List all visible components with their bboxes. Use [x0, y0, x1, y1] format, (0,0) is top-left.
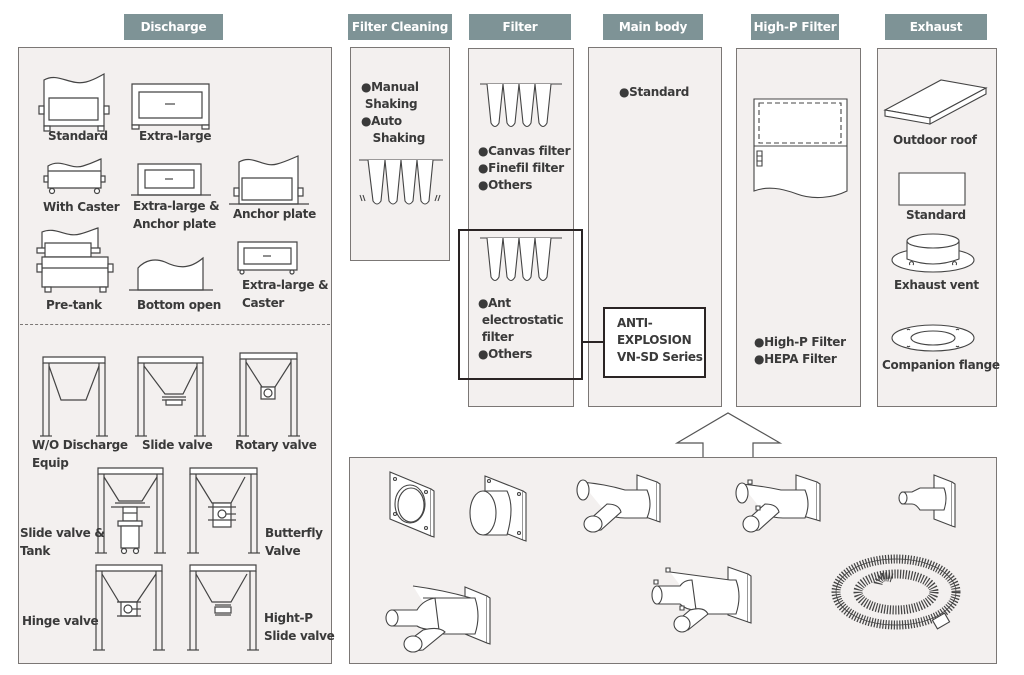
frame-slide-valve-tank-icon	[97, 467, 165, 555]
double-y-branch-duct-icon	[383, 586, 495, 652]
flexible-hose-icon	[832, 554, 962, 634]
hopper-extra-large-caster-icon	[237, 241, 299, 275]
filter-header: Filter	[469, 14, 571, 40]
option-finefil-filter: ●Finefil filter	[478, 161, 564, 175]
y-branch-clamp-duct-icon	[733, 474, 823, 534]
label-companion-flange: Companion flange	[882, 358, 1000, 372]
outdoor-roof-icon	[883, 78, 987, 126]
label-high-p-slide-valve: Hight-P Slide valve	[264, 611, 335, 643]
hopper-pre-tank-icon	[36, 226, 116, 296]
label-standard: Standard	[48, 129, 108, 143]
exhaust-header: Exhaust	[885, 14, 987, 40]
frame-slide-valve-icon	[137, 356, 205, 438]
square-flange-icon	[389, 471, 435, 537]
triple-branch-clamp-duct-icon	[650, 566, 762, 634]
option-manual-shaking: ●Manual	[361, 80, 419, 94]
main-body-options: ●Standard	[619, 84, 689, 101]
label-anchor-plate: Anchor plate	[233, 207, 316, 221]
discharge-header: Discharge	[124, 14, 223, 40]
frame-butterfly-valve-icon	[189, 467, 261, 555]
hopper-extra-large-anchor-icon	[131, 163, 211, 197]
discharge-divider	[20, 324, 330, 325]
filter-cleaning-options: ●Manual Shaking ●Auto Shaking	[361, 80, 426, 145]
option-standard: ●Standard	[619, 85, 689, 99]
frame-hinge-valve-icon	[95, 564, 165, 652]
reducer-duct-icon	[898, 474, 958, 528]
option-high-p-filter: ●High-P Filter	[754, 335, 846, 349]
hopper-bottom-open-icon	[129, 256, 213, 292]
high-p-filter-options: ●High-P Filter ●HEPA Filter	[754, 334, 846, 368]
filter-antistatic-options: ●Ant electrostatic filter ●Others	[478, 296, 564, 361]
label-extra-large: Extra-large	[139, 129, 212, 143]
filter-cleaning-panel	[350, 47, 450, 261]
high-p-filter-header: High-P Filter	[751, 14, 839, 40]
companion-flange-icon	[890, 323, 976, 353]
connector-line	[582, 341, 604, 343]
antistatic-filter-highlight	[458, 229, 583, 380]
label-exhaust-standard: Standard	[906, 208, 966, 222]
high-p-filter-unit-icon	[753, 98, 849, 200]
exhaust-vent-icon	[890, 233, 976, 273]
option-canvas-filter: ●Canvas filter	[478, 144, 571, 158]
hopper-with-caster-icon	[43, 158, 108, 196]
hopper-standard-icon	[38, 72, 113, 132]
label-butterfly-valve: Butterfly Valve	[265, 526, 323, 558]
label-with-caster: With Caster	[43, 200, 120, 214]
frame-high-p-slide-valve-icon	[189, 564, 261, 652]
label-pre-tank: Pre-tank	[46, 298, 102, 312]
option-antistatic-filter: ●Ant	[478, 296, 511, 310]
option-others-antistatic: ●Others	[478, 347, 533, 361]
frame-rotary-valve-icon	[239, 352, 299, 438]
label-exhaust-vent: Exhaust vent	[894, 278, 979, 292]
antistatic-filter-bags-icon	[480, 237, 564, 287]
filter-cleaning-header: Filter Cleaning	[348, 14, 452, 40]
label-slide-valve-tank: Slide valve & Tank	[20, 526, 105, 558]
y-branch-duct-icon	[575, 474, 663, 532]
label-hinge-valve: Hinge valve	[22, 614, 99, 628]
label-slide-valve: Slide valve	[142, 438, 213, 452]
shaking-filter-bags-icon	[359, 159, 443, 209]
label-bottom-open: Bottom open	[137, 298, 222, 312]
hopper-extra-large-icon	[131, 83, 213, 128]
option-others: ●Others	[478, 178, 533, 192]
filter-bags-icon	[480, 83, 564, 133]
option-hepa-filter: ●HEPA Filter	[754, 352, 837, 366]
exhaust-standard-icon	[898, 172, 966, 206]
flange-duct-icon	[467, 475, 527, 541]
label-rotary-valve: Rotary valve	[235, 438, 317, 452]
anti-explosion-box: ANTI- EXPLOSION VN-SD Series	[603, 307, 706, 378]
main-body-header: Main body	[603, 14, 703, 40]
label-extra-large-caster: Extra-large & Caster	[242, 278, 329, 310]
up-arrow-icon	[670, 410, 790, 460]
label-extra-large-anchor: Extra-large & Anchor plate	[133, 199, 220, 231]
frame-no-discharge-icon	[42, 356, 108, 438]
hopper-anchor-plate-icon	[229, 154, 309, 206]
label-outdoor-roof: Outdoor roof	[893, 133, 977, 147]
option-auto-shaking: ●Auto	[361, 114, 402, 128]
label-no-discharge-equip: W/O Discharge Equip	[32, 438, 128, 470]
filter-standard-options: ●Canvas filter ●Finefil filter ●Others	[478, 143, 571, 194]
